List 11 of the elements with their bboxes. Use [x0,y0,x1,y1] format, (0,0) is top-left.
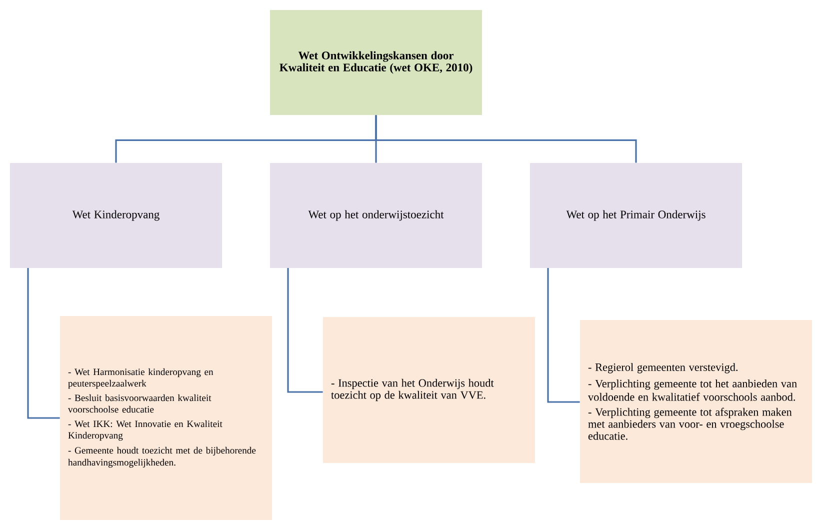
note-box: - Wet Harmonisatie kinderopvang en peuterspeelzaalwerk - Besluit basisvoorwaarden kwaliteit voorschoolse educatie - Wet IKK: Wet Innovatie en Kwaliteit Kinderopvang - Gemeente houdt toezicht met de bijbehorende handhavingsmogelijkheden. [60,316,272,520]
note-box: - Regierol gemeenten verstevigd. - Verplichting gemeente tot het aanbieden van voldoende en kwalitatief voorschools aanbod. - Verplichting gemeente tot afspraken maken met aanbieders van voor- en vroegschoolse educatie. [580,320,812,483]
law-box: Wet Kinderopvang [10,163,222,268]
law-box: Wet op het onderwijstoezicht [270,163,482,268]
connector-line [27,268,60,419]
connector-line [375,115,637,163]
title-box: Wet Ontwikkelingskansen door Kwaliteit en Educatie (wet OKE, 2010) [270,10,482,115]
connector-line [547,268,580,403]
law-box: Wet op het Primair Onderwijs [530,163,742,268]
connector-line [287,268,323,393]
note-box: - Inspectie van het Onderwijs houdt toezicht op de kwaliteit van VVE. [323,317,535,463]
